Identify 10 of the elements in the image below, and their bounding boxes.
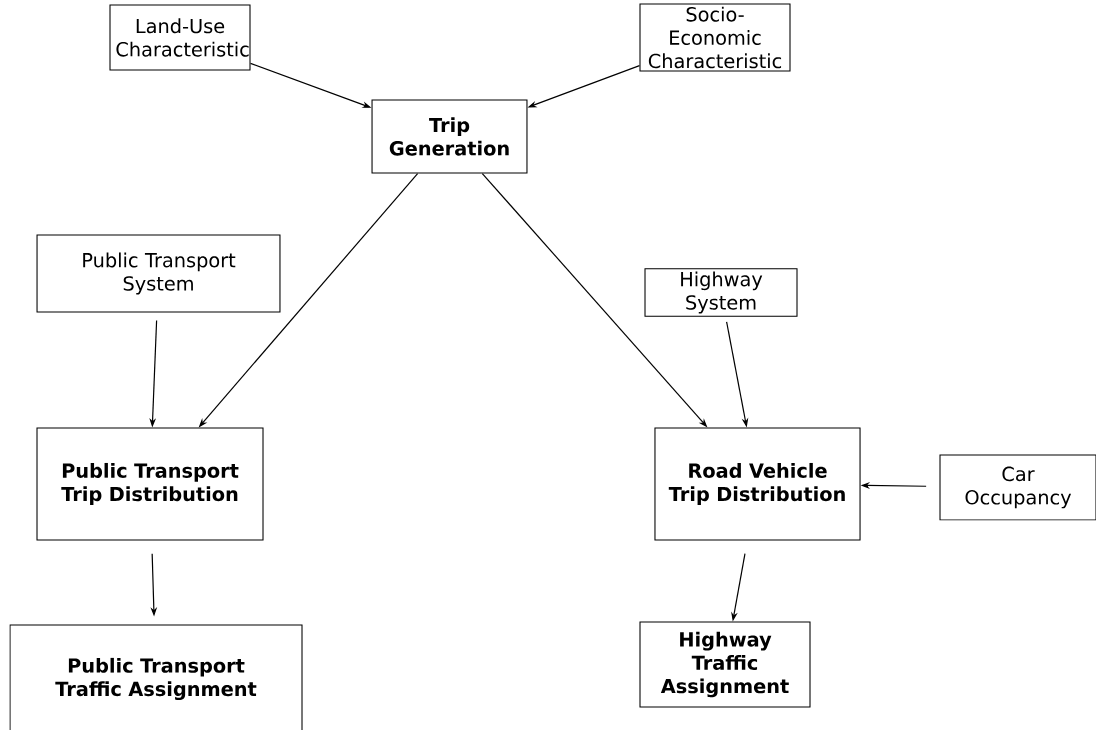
input-box: Car Occupancy — [939, 454, 1096, 521]
process-box: Highway Traffic Assignment — [639, 621, 811, 708]
process-box: Trip Generation — [371, 99, 528, 174]
process-box: Road Vehicle Trip Distribution — [654, 427, 861, 541]
input-box: Socio-Economic Characteristic — [639, 3, 791, 72]
input-box: Public Transport System — [36, 234, 281, 313]
process-box: Public Transport Traffic Assignment — [9, 624, 303, 730]
input-box: Land-Use Characteristic — [109, 4, 251, 71]
process-box: Public Transport Trip Distribution — [36, 427, 264, 541]
input-box: Highway System — [644, 268, 798, 317]
